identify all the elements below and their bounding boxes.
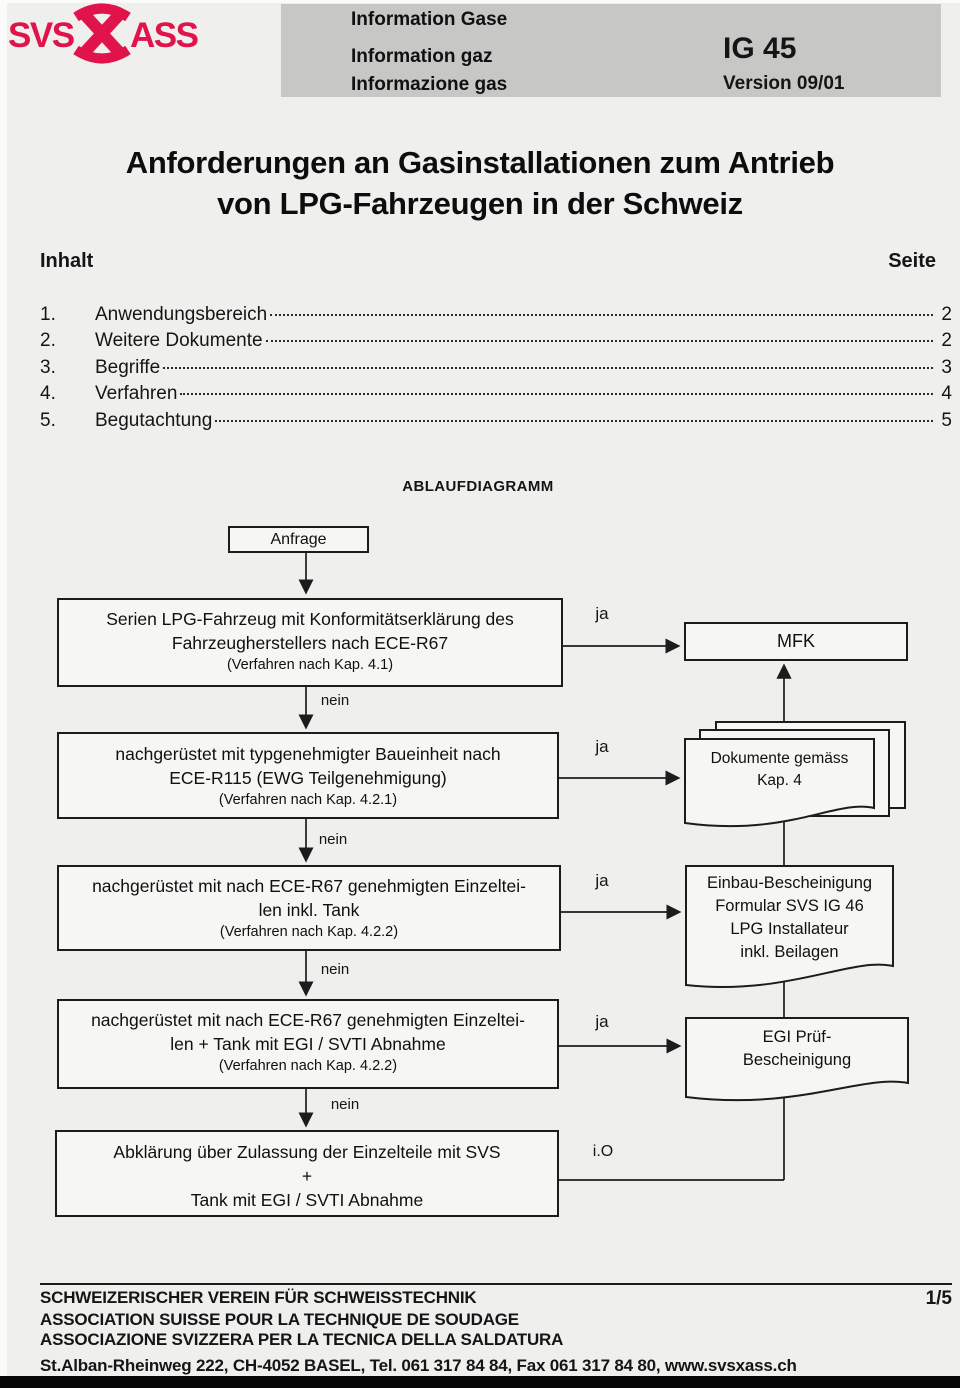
box4-line1: nachgerüstet mit nach ECE-R67 genehmigte… <box>91 1010 525 1030</box>
box4-note: (Verfahren nach Kap. 4.2.2) <box>218 1058 398 1074</box>
info-gase: Information Gase <box>351 9 508 30</box>
decision-box1: Serien LPG-Fahrzeug mit Konformitätserkl… <box>58 607 562 676</box>
toc-entry-page: 4 <box>941 383 952 405</box>
toc-entry-page: 2 <box>941 304 952 325</box>
page-title-line1: Anforderungen an Gasinstallationen zum A… <box>125 145 835 180</box>
toc-header: Inhalt Seite <box>40 250 936 273</box>
flowchart-heading: ABLAUFDIAGRAMM <box>402 478 554 495</box>
toc-leader-dots <box>215 419 933 422</box>
decision-box5: Abklärung über Zulassung der Einzelteile… <box>56 1140 558 1212</box>
doc-stack-label: Dokumente gemäss Kap. 4 <box>685 748 874 792</box>
label-nein-2: nein <box>318 831 348 848</box>
label-nein-1: nein <box>320 692 350 709</box>
info-gaz: Information gaz <box>351 46 493 67</box>
footer-page-indicator: 1/5 <box>925 1288 952 1309</box>
toc-leader-dots <box>163 366 933 369</box>
anfrage-label: Anfrage <box>270 531 327 548</box>
toc-entry: 1. Anwendungsbereich 2 <box>40 304 952 330</box>
page-title: Anforderungen an Gasinstallationen zum A… <box>0 142 960 224</box>
toc-entry-label: Begriffe <box>95 356 161 378</box>
document-id: IG 45 <box>723 32 797 65</box>
toc-entry: 5. Begutachtung 5 <box>40 410 952 436</box>
toc-entry-page: 3 <box>941 356 952 378</box>
box1-line1: Serien LPG-Fahrzeug mit Konformitätserkl… <box>106 609 514 629</box>
table-of-contents: 1. Anwendungsbereich 2 2. Weitere Dokume… <box>40 304 952 436</box>
label-ja-2: ja <box>595 737 609 756</box>
box2-note: (Verfahren nach Kap. 4.2.1) <box>218 792 398 808</box>
footer-org-de: SCHWEIZERISCHER VEREIN FÜR SCHWEISSTECHN… <box>40 1288 477 1307</box>
document-version: Version 09/01 <box>723 73 845 94</box>
box3-note: (Verfahren nach Kap. 4.2.2) <box>219 924 399 940</box>
mfk-label: MFK <box>777 631 815 651</box>
box5-line2: + <box>301 1166 313 1186</box>
toc-entry: 2. Weitere Dokumente 2 <box>40 330 952 356</box>
toc-entry: 3. Begriffe 3 <box>40 357 952 383</box>
box1-note: (Verfahren nach Kap. 4.1) <box>226 657 394 673</box>
toc-entry: 4. Verfahren 4 <box>40 383 952 409</box>
doc-stack-line1: Dokumente gemäss <box>710 750 849 767</box>
box2-line2: ECE-R115 (EWG Teilgenehmigung) <box>169 768 447 788</box>
toc-entry-number: 1. <box>40 304 56 325</box>
einbau-doc-label: Einbau-Bescheinigung Formular SVS IG 46 … <box>686 872 893 964</box>
toc-entry-number: 2. <box>40 330 56 352</box>
footer-rule <box>40 1283 952 1285</box>
decision-box2: nachgerüstet mit typgenehmigter Baueinhe… <box>58 742 558 811</box>
einbau-line3: LPG Installateur <box>730 920 849 938</box>
bottom-black-bar <box>0 1376 960 1388</box>
page-left-margin <box>0 0 7 1388</box>
box3-line1: nachgerüstet mit nach ECE-R67 genehmigte… <box>92 876 526 896</box>
toc-entry-number: 3. <box>40 356 56 378</box>
egi-doc-label: EGI Prüf- Bescheinigung <box>686 1026 908 1072</box>
toc-heading-inhalt: Inhalt <box>40 250 94 272</box>
einbau-line2: Formular SVS IG 46 <box>715 897 864 915</box>
box5-line1: Abklärung über Zulassung der Einzelteile… <box>113 1142 501 1162</box>
page-title-line2: von LPG-Fahrzeugen in der Schweiz <box>217 186 743 221</box>
box5-line3: Tank mit EGI / SVTI Abnahme <box>190 1190 424 1210</box>
label-nein-4: nein <box>330 1096 360 1113</box>
logo-x-icon <box>73 3 131 64</box>
toc-heading-seite: Seite <box>888 250 936 272</box>
toc-entry-label: Verfahren <box>95 383 178 405</box>
logo-text-svs: SVS <box>8 16 74 55</box>
box4-line2: len + Tank mit EGI / SVTI Abnahme <box>170 1034 446 1054</box>
decision-box4: nachgerüstet mit nach ECE-R67 genehmigte… <box>58 1008 558 1077</box>
toc-entry-label: Anwendungsbereich <box>95 304 268 325</box>
page-top-margin <box>0 0 960 3</box>
toc-entry-label: Weitere Dokumente <box>95 330 263 352</box>
box3-line2: len inkl. Tank <box>258 900 360 920</box>
toc-leader-dots <box>270 314 933 316</box>
logo-text-ass: ASS <box>130 16 198 55</box>
toc-leader-dots <box>180 393 933 396</box>
info-gas: Informazione gas <box>351 74 508 95</box>
footer-row1: SCHWEIZERISCHER VEREIN FÜR SCHWEISSTECHN… <box>40 1288 952 1310</box>
label-ja-3: ja <box>595 871 609 890</box>
toc-entry-number: 4. <box>40 383 56 405</box>
toc-entry-page: 2 <box>941 330 952 352</box>
doc-stack-line2: Kap. 4 <box>757 772 802 789</box>
label-nein-3: nein <box>320 961 350 978</box>
toc-entry-page: 5 <box>941 409 952 431</box>
svs-ass-logo: SVS ASS <box>8 3 198 64</box>
decision-box3: nachgerüstet mit nach ECE-R67 genehmigte… <box>58 874 560 943</box>
label-io: i.O <box>592 1143 614 1160</box>
einbau-line4: inkl. Beilagen <box>740 943 839 961</box>
toc-entry-number: 5. <box>40 409 56 431</box>
box2-line1: nachgerüstet mit typgenehmigter Baueinhe… <box>115 744 501 764</box>
toc-leader-dots <box>265 340 933 343</box>
footer-org-it: ASSOCIAZIONE SVIZZERA PER LA TECNICA DEL… <box>40 1330 564 1349</box>
footer-org-fr: ASSOCIATION SUISSE POUR LA TECHNIQUE DE … <box>40 1310 519 1329</box>
footer-address: St.Alban-Rheinweg 222, CH-4052 BASEL, Te… <box>40 1356 797 1375</box>
label-ja-4: ja <box>595 1012 609 1031</box>
einbau-line1: Einbau-Bescheinigung <box>706 874 873 892</box>
label-ja-1: ja <box>595 604 609 623</box>
egi-line2: Bescheinigung <box>742 1051 852 1069</box>
toc-entry-label: Begutachtung <box>95 409 213 431</box>
box1-line2: Fahrzeugherstellers nach ECE-R67 <box>171 633 449 653</box>
egi-line1: EGI Prüf- <box>762 1028 832 1046</box>
header-info-box: Information Gase Information gaz Informa… <box>281 4 941 97</box>
